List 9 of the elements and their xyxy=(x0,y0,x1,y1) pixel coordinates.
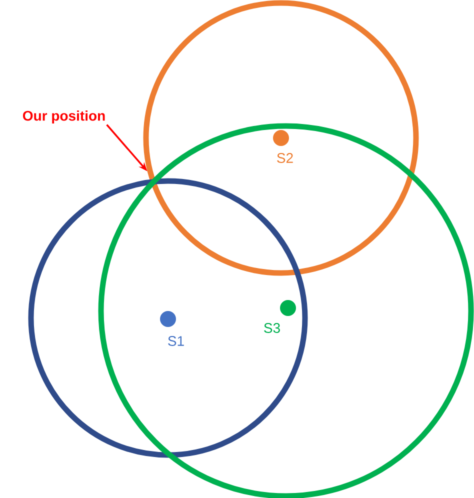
station-dot xyxy=(273,130,289,146)
station-label: S3 xyxy=(264,323,280,333)
range-circle xyxy=(28,178,308,458)
range-circle xyxy=(143,0,419,276)
callout-text: Our position xyxy=(22,110,105,124)
station-dot xyxy=(280,300,296,316)
station-label: S2 xyxy=(277,153,293,163)
station-label: S1 xyxy=(168,336,184,346)
station-dot xyxy=(160,311,176,327)
